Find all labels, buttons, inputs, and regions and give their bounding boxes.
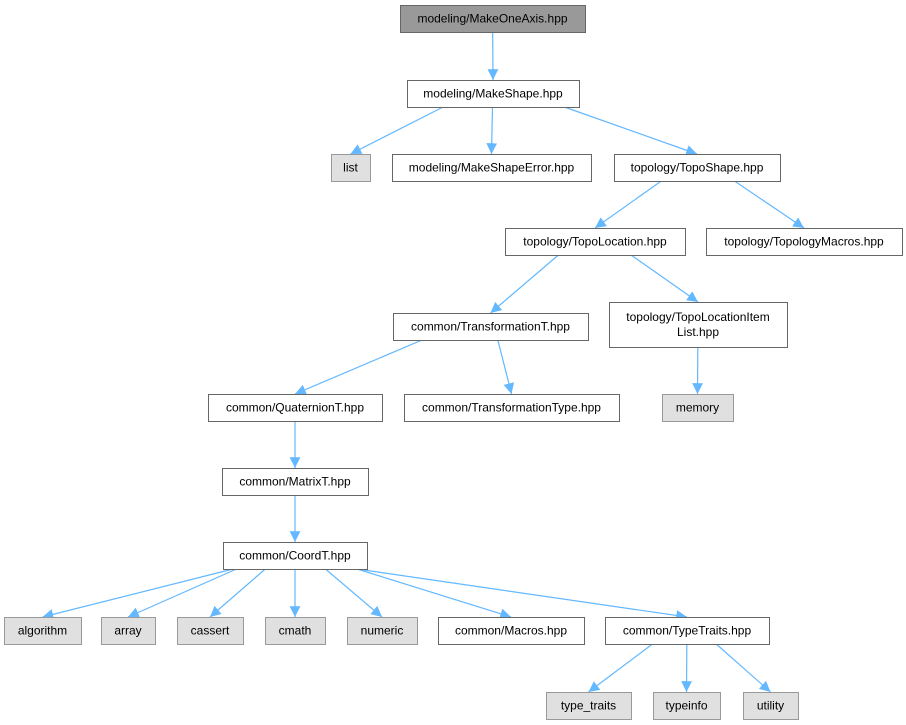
edge-common-typetraits-hpp-to-type-traits xyxy=(588,643,653,693)
node-box xyxy=(609,302,788,348)
node-box xyxy=(222,468,369,496)
node-topology-topolocation-hpp[interactable]: topology/TopoLocation.hpp xyxy=(505,228,686,256)
edge-common-coordt-hpp-to-array xyxy=(127,568,237,618)
node-common-typetraits-hpp[interactable]: common/TypeTraits.hpp xyxy=(605,617,770,645)
node-label: common/TypeTraits.hpp xyxy=(623,624,752,638)
node-box xyxy=(546,692,632,720)
node-type-traits: type_traits xyxy=(546,692,632,720)
node-box xyxy=(101,617,156,645)
node-algorithm: algorithm xyxy=(4,617,82,645)
edge-topology-topolocation-hpp-to-common-transformationt-hpp xyxy=(490,254,559,314)
edge-common-coordt-hpp-to-algorithm xyxy=(42,568,234,620)
node-common-transformationtype-hpp[interactable]: common/TransformationType.hpp xyxy=(404,394,620,422)
node-modeling-makeshapeerror-hpp[interactable]: modeling/MakeShapeError.hpp xyxy=(392,154,592,182)
node-label: list xyxy=(343,161,358,175)
node-label: algorithm xyxy=(18,624,67,638)
edge-common-typetraits-hpp-to-utility xyxy=(715,643,771,693)
node-box xyxy=(392,154,592,182)
node-box xyxy=(662,394,734,422)
node-label: memory xyxy=(676,401,719,415)
node-box xyxy=(706,228,903,256)
node-label: modeling/MakeOneAxis.hpp xyxy=(417,12,567,26)
node-label: modeling/MakeShapeError.hpp xyxy=(409,161,575,175)
node-label: typeinfo xyxy=(665,699,707,713)
edge-common-coordt-hpp-to-common-macros-hpp xyxy=(356,568,512,619)
node-array: array xyxy=(101,617,156,645)
node-label: numeric xyxy=(361,624,404,638)
node-box xyxy=(4,617,82,645)
node-label: topology/TopoLocationItem xyxy=(626,310,769,324)
node-list: list xyxy=(331,154,371,182)
node-label: common/MatrixT.hpp xyxy=(239,475,351,489)
node-topology-toposhape-hpp[interactable]: topology/TopoShape.hpp xyxy=(614,154,781,182)
node-box xyxy=(223,542,368,570)
node-common-quaterniont-hpp[interactable]: common/QuaternionT.hpp xyxy=(208,394,383,422)
node-box xyxy=(177,617,244,645)
edge-topology-topolocation-hpp-to-topology-topolocationitemlist-hpp xyxy=(630,254,699,303)
node-box xyxy=(331,154,371,182)
node-modeling-makeoneaxis-hpp[interactable]: modeling/MakeOneAxis.hpp xyxy=(400,5,586,33)
edge-common-transformationt-hpp-to-common-transformationtype-hpp xyxy=(497,339,515,395)
node-cmath: cmath xyxy=(265,617,326,645)
node-label: cassert xyxy=(191,624,230,638)
node-label: type_traits xyxy=(561,699,616,713)
node-modeling-makeshape-hpp[interactable]: modeling/MakeShape.hpp xyxy=(407,80,580,108)
node-label: common/QuaternionT.hpp xyxy=(226,401,364,415)
node-topology-topologymacros-hpp[interactable]: topology/TopologyMacros.hpp xyxy=(706,228,903,256)
node-cassert: cassert xyxy=(177,617,244,645)
node-label: utility xyxy=(757,699,784,713)
node-box xyxy=(505,228,686,256)
node-common-matrixt-hpp[interactable]: common/MatrixT.hpp xyxy=(222,468,369,496)
node-utility: utility xyxy=(743,692,799,720)
node-common-macros-hpp[interactable]: common/Macros.hpp xyxy=(438,617,585,645)
node-label: topology/TopoLocation.hpp xyxy=(523,235,667,249)
node-box xyxy=(265,617,326,645)
edge-modeling-makeshape-hpp-to-modeling-makeshapeerror-hpp xyxy=(486,106,498,155)
node-memory: memory xyxy=(662,394,734,422)
node-label: common/TransformationType.hpp xyxy=(422,401,601,415)
node-common-coordt-hpp[interactable]: common/CoordT.hpp xyxy=(223,542,368,570)
node-label: topology/TopologyMacros.hpp xyxy=(724,235,884,249)
edge-common-coordt-hpp-to-common-typetraits-hpp xyxy=(356,568,688,621)
node-box xyxy=(404,394,620,422)
node-label: cmath xyxy=(279,624,312,638)
node-label: topology/TopoShape.hpp xyxy=(631,161,764,175)
node-label: modeling/MakeShape.hpp xyxy=(423,87,563,101)
node-box xyxy=(347,617,418,645)
node-box xyxy=(653,692,721,720)
edge-topology-toposhape-hpp-to-topology-topolocation-hpp xyxy=(594,180,662,229)
node-box xyxy=(438,617,585,645)
node-box xyxy=(614,154,781,182)
node-box xyxy=(743,692,799,720)
edge-topology-toposhape-hpp-to-topology-topologymacros-hpp xyxy=(734,180,805,229)
edge-modeling-makeshape-hpp-to-list xyxy=(350,106,444,155)
edge-common-transformationt-hpp-to-common-quaterniont-hpp xyxy=(294,339,423,395)
node-common-transformationt-hpp[interactable]: common/TransformationT.hpp xyxy=(393,313,589,341)
edge-common-coordt-hpp-to-cassert xyxy=(209,568,266,618)
node-box xyxy=(393,313,589,341)
node-box xyxy=(208,394,383,422)
node-box xyxy=(605,617,770,645)
edge-common-coordt-hpp-to-numeric xyxy=(325,568,383,618)
node-label: List.hpp xyxy=(677,325,719,339)
node-typeinfo: typeinfo xyxy=(653,692,721,720)
node-label: common/CoordT.hpp xyxy=(239,549,351,563)
node-box xyxy=(400,5,586,33)
node-numeric: numeric xyxy=(347,617,418,645)
edge-modeling-makeshape-hpp-to-topology-toposhape-hpp xyxy=(564,106,698,156)
node-label: common/Macros.hpp xyxy=(455,624,567,638)
node-label: common/TransformationT.hpp xyxy=(411,320,570,334)
node-box xyxy=(407,80,580,108)
node-label: array xyxy=(114,624,141,638)
